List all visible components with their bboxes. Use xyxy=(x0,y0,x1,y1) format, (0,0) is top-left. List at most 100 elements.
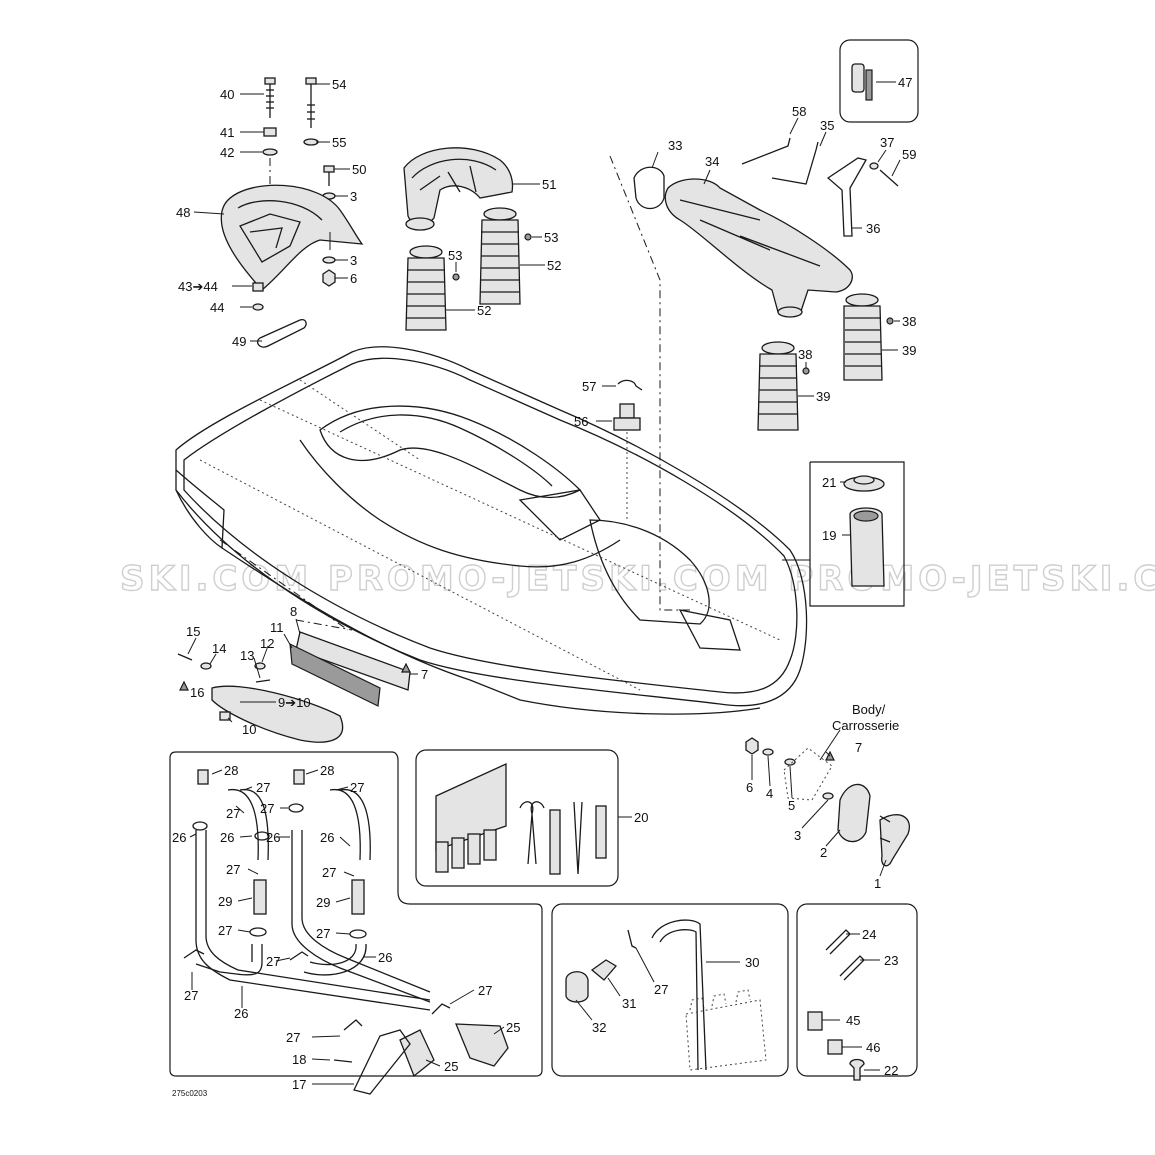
callout-11: 11 xyxy=(270,620,284,635)
bracket-35 xyxy=(771,141,819,185)
box-47 xyxy=(839,39,919,123)
gasket-outline xyxy=(783,747,833,801)
clamp-57 xyxy=(617,379,643,391)
callout-17: 17 xyxy=(292,1077,306,1092)
screw-13 xyxy=(255,679,271,683)
washer-3c xyxy=(822,792,834,800)
callout-12: 12 xyxy=(260,636,274,651)
callout-1: 1 xyxy=(874,876,881,891)
callout-31: 31 xyxy=(622,996,636,1011)
callout-49: 49 xyxy=(232,334,246,349)
callout-24: 24 xyxy=(862,927,876,942)
callout-7b: 7 xyxy=(855,740,862,755)
callout-19: 19 xyxy=(822,528,836,543)
box-battery xyxy=(551,903,789,1077)
boot-52-right xyxy=(479,207,521,305)
callout-54: 54 xyxy=(332,77,346,92)
callout-23: 23 xyxy=(884,953,898,968)
clamp-27-bottom xyxy=(343,1019,363,1031)
clip-10 xyxy=(219,711,231,721)
callout-27j: 27 xyxy=(316,926,330,941)
screw-15 xyxy=(177,653,193,661)
callout-18: 18 xyxy=(292,1052,306,1067)
callout-28a: 28 xyxy=(224,763,238,778)
clip-45 xyxy=(807,1011,823,1031)
callout-42: 42 xyxy=(220,145,234,160)
callout-53b: 53 xyxy=(448,248,462,263)
callout-48: 48 xyxy=(176,205,190,220)
rail-11 xyxy=(289,642,381,707)
washer-12 xyxy=(254,662,266,670)
callout-36: 36 xyxy=(866,221,880,236)
boot-39-left xyxy=(757,341,799,431)
box-fasteners xyxy=(796,903,918,1077)
fasteners-group xyxy=(807,929,865,1081)
callout-21: 21 xyxy=(822,475,836,490)
cable-tie-23 xyxy=(839,955,865,981)
washer-3b xyxy=(322,256,336,264)
nut-6b xyxy=(745,737,759,755)
callout-27a: 27 xyxy=(256,780,270,795)
callout-58: 58 xyxy=(792,104,806,119)
clamp-27-right xyxy=(431,1003,451,1015)
callout-6b: 6 xyxy=(746,780,753,795)
callout-41: 41 xyxy=(220,125,234,140)
strip-9 xyxy=(211,685,344,743)
callout-3a: 3 xyxy=(350,189,357,204)
callout-57: 57 xyxy=(582,379,596,394)
callout-34: 34 xyxy=(705,154,719,169)
callout-26e: 26 xyxy=(320,830,334,845)
callout-43: 43➔44 xyxy=(178,279,218,294)
gasket-49 xyxy=(256,318,307,348)
cap-21 xyxy=(843,475,885,492)
callout-50: 50 xyxy=(352,162,366,177)
engine-cover-48 xyxy=(220,184,364,291)
callout-53a: 53 xyxy=(544,230,558,245)
fitting-28a xyxy=(197,769,209,785)
callout-22: 22 xyxy=(884,1063,898,1078)
clip-47 xyxy=(851,63,873,101)
boot-39-right xyxy=(843,293,883,381)
gasket-33 xyxy=(633,166,665,210)
callout-59: 59 xyxy=(902,147,916,162)
bolt-54 xyxy=(305,77,317,128)
clamp-27-mid xyxy=(289,951,309,961)
cap-32 xyxy=(565,971,589,1003)
callout-26f: 26 xyxy=(378,950,392,965)
callout-38a: 38 xyxy=(902,314,916,329)
callout-27d: 27 xyxy=(218,923,232,938)
leader-lines xyxy=(187,81,901,1085)
callout-10: 10 xyxy=(242,722,256,737)
fitting-56 xyxy=(613,403,641,520)
valve-25b xyxy=(455,1023,509,1067)
callout-labels: 40 54 41 55 42 50 48 3 3 6 43➔44 44 49 5… xyxy=(172,75,916,1092)
body-hardware-group xyxy=(745,737,910,867)
engine-cover-group xyxy=(220,77,364,348)
callout-9: 9➔10 xyxy=(278,695,311,710)
callout-27b: 27 xyxy=(226,806,240,821)
callout-2: 2 xyxy=(820,845,827,860)
pin-59 xyxy=(879,169,899,187)
nut-6 xyxy=(322,269,336,287)
callout-6a: 6 xyxy=(350,271,357,286)
connector-29b xyxy=(351,879,365,915)
callout-29b: 29 xyxy=(316,895,330,910)
callout-25a: 25 xyxy=(506,1020,520,1035)
callout-39b: 39 xyxy=(816,389,830,404)
washer-37 xyxy=(869,162,879,170)
bracket-2 xyxy=(837,783,871,843)
callout-33: 33 xyxy=(668,138,682,153)
callout-26d: 26 xyxy=(266,830,280,845)
nut-43 xyxy=(252,282,264,292)
callout-27f: 27 xyxy=(266,954,280,969)
callout-27e: 27 xyxy=(184,988,198,1003)
washer-44 xyxy=(252,303,264,311)
intake-group xyxy=(403,147,532,331)
callout-26b: 26 xyxy=(220,830,234,845)
hull-body xyxy=(175,346,808,715)
drop-16 xyxy=(179,680,189,691)
callout-46: 46 xyxy=(866,1040,880,1055)
callout-27g: 27 xyxy=(350,780,364,795)
clamp-27-left xyxy=(183,949,205,959)
washer-42 xyxy=(262,148,278,156)
